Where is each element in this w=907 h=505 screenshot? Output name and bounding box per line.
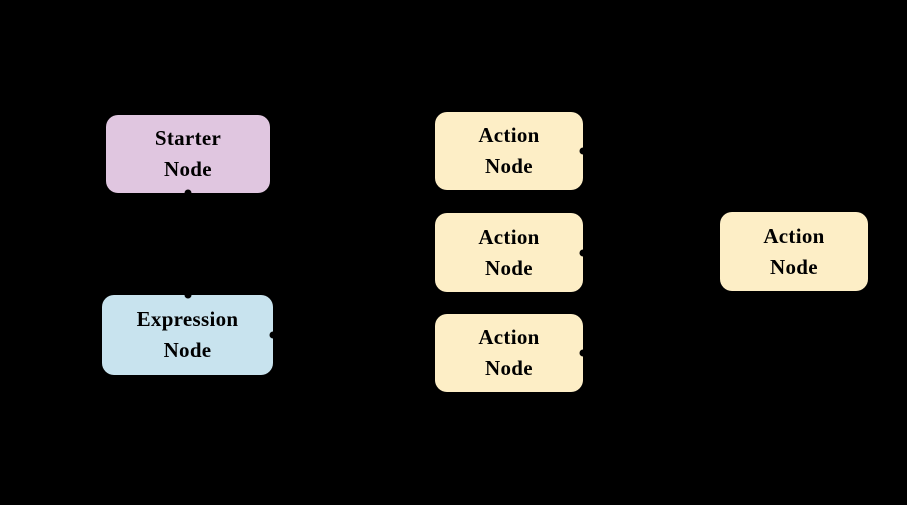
action-node-top[interactable]: Action Node xyxy=(435,112,587,190)
action-node-label: Action Node xyxy=(478,224,540,280)
action-node-right[interactable]: Action Node xyxy=(720,212,868,291)
action-node-label: Action Node xyxy=(478,123,540,178)
action-node-middle[interactable]: Action Node xyxy=(435,213,587,292)
connection-handle-top-icon[interactable] xyxy=(184,291,191,299)
connection-handle-right-icon[interactable] xyxy=(579,249,587,256)
action-node-label: Action Node xyxy=(763,223,825,279)
starter-node[interactable]: Starter Node xyxy=(106,115,270,197)
connection-handle-right-icon[interactable] xyxy=(269,331,277,339)
connection-handle-right-icon[interactable] xyxy=(579,147,587,155)
action-node-label: Action Node xyxy=(478,325,540,380)
action-node-bottom[interactable]: Action Node xyxy=(435,314,587,392)
expression-node[interactable]: Expression Node xyxy=(102,291,277,375)
connection-handle-right-icon[interactable] xyxy=(579,349,587,357)
connection-handle-bottom-icon[interactable] xyxy=(184,189,192,197)
starter-node-label: Starter Node xyxy=(154,126,222,181)
expression-node-label: Expression Node xyxy=(136,307,239,362)
